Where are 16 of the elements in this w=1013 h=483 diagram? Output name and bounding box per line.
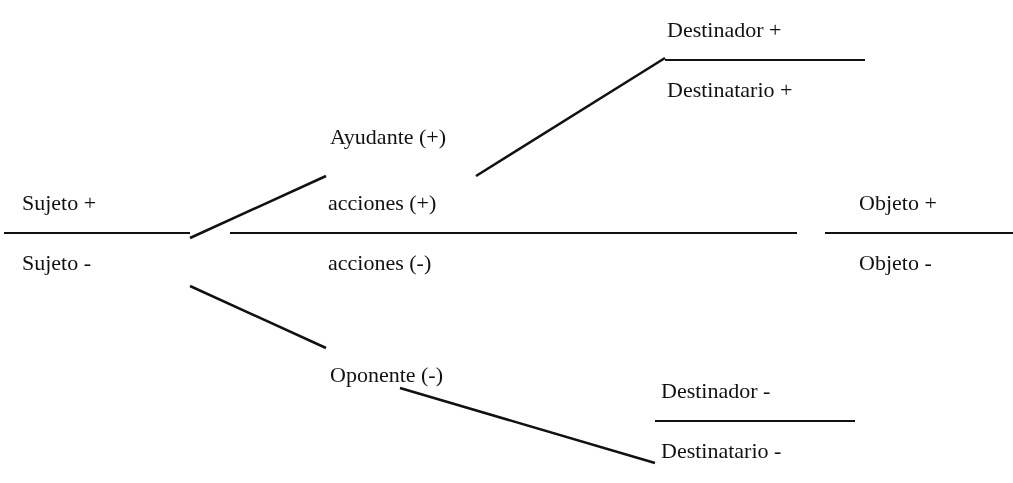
node-label: Destinatario - [661,438,782,464]
node-label: Destinatario + [667,77,793,103]
node-label: Objeto + [859,190,937,216]
node-label: Destinador - [661,378,771,404]
node-label: Objeto - [859,250,932,276]
node-label: Oponente (-) [330,362,443,388]
node-label: acciones (-) [328,250,432,276]
node-label: Ayudante (+) [330,124,447,150]
node-label: Sujeto + [22,190,97,216]
node-label: Sujeto - [22,250,92,276]
node-label: acciones (+) [328,190,437,216]
node-label: Destinador + [667,17,782,43]
connector-line [189,174,327,240]
connector-line [189,284,327,350]
connector-line [399,386,656,465]
connector-line [475,56,666,178]
